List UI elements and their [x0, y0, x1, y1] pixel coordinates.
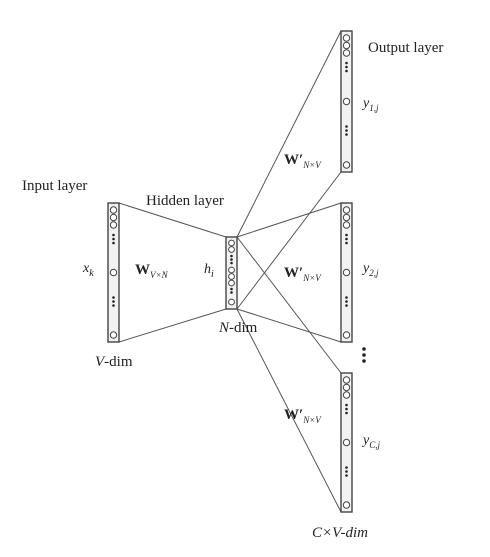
neuron-node	[342, 268, 351, 277]
neuron-node	[228, 273, 235, 280]
ellipsis-dot	[345, 474, 348, 477]
ellipsis-dot	[345, 133, 348, 136]
input-layer-label: Input layer	[22, 178, 87, 194]
neuron-node	[342, 161, 351, 169]
ellipsis-dot	[345, 300, 348, 303]
ellipsis-dot	[112, 233, 115, 237]
ellipsis-dot	[112, 296, 115, 299]
output-vector-symbol-C: yC,j	[361, 433, 380, 450]
neuron-node	[228, 298, 235, 306]
neuron-node	[109, 331, 118, 339]
input-vector-symbol: xk	[82, 261, 94, 279]
ellipsis-dot	[345, 466, 348, 469]
ellipsis-dot	[345, 296, 348, 299]
edge-input-hidden-top	[118, 202, 227, 238]
ellipsis-dot	[345, 65, 348, 69]
output-layer-label: Output layer	[368, 40, 443, 56]
edge-hidden-output2-bottom	[236, 308, 342, 343]
output-layer-vector-2	[340, 202, 353, 343]
input-weight-matrix-label: WV×N	[135, 262, 169, 280]
output-layer-vector-C	[340, 372, 353, 513]
neuron-node	[228, 239, 235, 247]
ellipsis-dot	[345, 233, 348, 237]
neuron-node	[109, 206, 118, 214]
ellipsis-dot	[112, 237, 115, 241]
input-layer-vector	[107, 202, 120, 343]
ellipsis-dot	[230, 261, 233, 265]
neuron-node	[342, 97, 351, 106]
ellipsis-dot	[230, 291, 233, 294]
neuron-node	[109, 221, 118, 229]
hidden-layer-label: Hidden layer	[146, 193, 224, 209]
ellipsis-dot	[112, 300, 115, 303]
ellipsis-dot	[345, 470, 348, 473]
output-weight-matrix-label-2: W′N×V	[284, 265, 322, 283]
output-weight-matrix-label-C: W′N×V	[284, 407, 322, 425]
ellipsis-dot	[345, 69, 348, 73]
edge-hidden-outputC-bottom	[236, 308, 342, 513]
output-layer-vector-1	[340, 30, 353, 173]
neuron-node	[342, 34, 351, 42]
neuron-node	[342, 331, 351, 339]
hidden-layer-vector	[225, 236, 238, 310]
output-vector-symbol-2: y2,j	[361, 261, 379, 278]
neuron-node	[109, 213, 118, 222]
neuron-node	[342, 213, 351, 222]
ellipsis-dot	[345, 241, 348, 245]
ellipsis-dot	[345, 304, 348, 307]
ellipsis-dot	[112, 304, 115, 307]
input-dimension-label: V-dim	[95, 354, 133, 370]
neuron-node	[342, 383, 351, 392]
neuron-node	[109, 268, 118, 277]
ellipsis-dot	[345, 407, 348, 411]
hidden-dimension-label: N-dim	[218, 320, 258, 336]
edge-hidden-outputC-top	[236, 236, 342, 374]
neuron-node	[342, 501, 351, 509]
neuron-node	[342, 376, 351, 384]
output-dimension-label: C×V-dim	[312, 525, 368, 541]
edge-hidden-output1-bottom	[236, 171, 342, 310]
edge-hidden-output1-top	[236, 30, 342, 238]
neuron-node	[228, 266, 235, 274]
hidden-vector-symbol: hi	[204, 262, 214, 280]
ellipsis-dot	[345, 129, 348, 132]
neuron-node	[342, 49, 351, 57]
ellipsis-dot	[345, 237, 348, 241]
ellipsis-dot	[230, 287, 233, 291]
ellipsis-dot	[230, 258, 233, 261]
ellipsis-dot	[112, 241, 115, 245]
neuron-node	[228, 279, 235, 287]
neuron-node	[342, 206, 351, 214]
neuron-node	[342, 221, 351, 229]
neuron-node	[228, 246, 235, 253]
ellipsis-dot	[345, 411, 348, 415]
neuron-node	[342, 41, 351, 50]
output-vector-symbol-1: y1,j	[361, 96, 379, 113]
ellipsis-dot	[345, 403, 348, 407]
output-weight-matrix-label-1: W′N×V	[284, 152, 322, 170]
vertical-ellipsis-icon	[362, 347, 366, 363]
ellipsis-dot	[230, 254, 233, 258]
ellipsis-dot	[345, 125, 348, 128]
edge-input-hidden-bottom	[118, 308, 227, 343]
neuron-node	[342, 438, 351, 447]
ellipsis-dot	[345, 61, 348, 65]
neuron-node	[342, 391, 351, 399]
connections	[118, 30, 342, 513]
edge-hidden-output2-top	[236, 202, 342, 238]
